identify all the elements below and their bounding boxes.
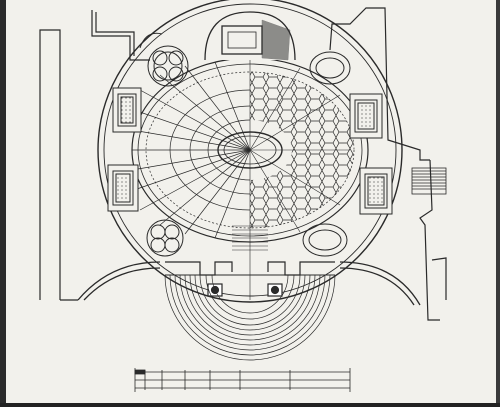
sheet-border-bottom	[0, 403, 500, 407]
entrance-steps	[232, 225, 268, 251]
central-oculus	[217, 131, 283, 169]
semicircular-forecourt-steps	[164, 274, 336, 361]
top-left-lobed-chapel	[139, 32, 189, 87]
site-boundary-left	[39, 29, 78, 301]
sheet-border-left	[0, 0, 6, 407]
lower-left-lobed-chapel	[146, 219, 184, 257]
site-boundary-right	[329, 7, 447, 321]
sheet-border-right	[496, 0, 500, 407]
top-apse	[204, 11, 296, 61]
chapel-niche-lower-right	[359, 167, 393, 215]
lower-right-oval-chapel	[302, 223, 348, 257]
chapel-niche-upper-left	[112, 87, 142, 133]
scale-bar	[134, 368, 351, 392]
side-stair	[411, 167, 447, 195]
lower-curved-walls	[77, 261, 421, 306]
chapel-niche-lower-left	[107, 164, 139, 212]
chapel-niche-upper-right	[349, 93, 383, 139]
site-boundary-top-left	[91, 10, 150, 61]
top-right-oval-chapel	[309, 51, 351, 85]
